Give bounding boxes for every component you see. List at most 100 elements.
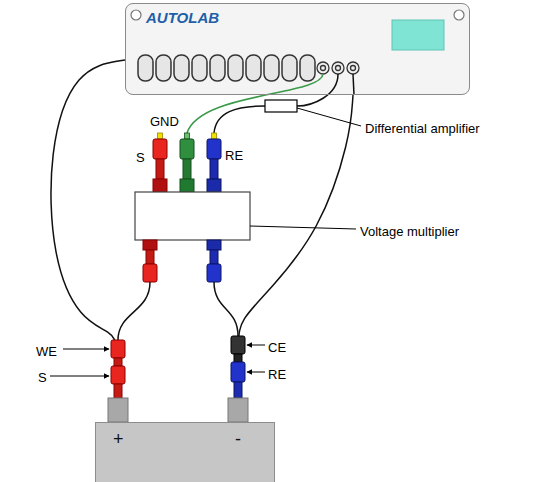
ground-wire [187, 74, 323, 133]
callout-arrow [63, 349, 109, 350]
cable [238, 95, 353, 422]
display-window [392, 20, 444, 50]
sense-cable [118, 282, 150, 340]
sense-wire [297, 74, 338, 106]
plug-body [111, 366, 125, 384]
polarity-sign: - [235, 429, 241, 450]
callout-arrow [247, 345, 265, 346]
re-plug-top [207, 133, 221, 192]
plug-body [153, 139, 167, 159]
bnc-connector [282, 55, 297, 81]
screw-head [454, 10, 464, 20]
socket-pin [336, 66, 341, 71]
socket [347, 62, 359, 74]
bnc-connector [300, 55, 315, 81]
brand-logo: AUTOLAB [146, 9, 219, 26]
plug-neck [234, 382, 242, 398]
label-slot: S [136, 148, 145, 166]
terminal-label: GND [150, 114, 179, 129]
differential-amplifier-box [265, 100, 297, 112]
label-slot: RE [225, 146, 243, 164]
plug-neck [210, 250, 218, 264]
bnc-connector [156, 55, 171, 81]
battery-body: +- [95, 422, 275, 482]
socket [332, 62, 344, 74]
plug-body [143, 264, 157, 282]
terminal-label: RE [268, 367, 286, 382]
plug-socket [153, 179, 167, 192]
plug-tip [158, 133, 163, 139]
plug-body [207, 139, 221, 159]
plug-neck [114, 384, 122, 398]
bnc-connector [138, 55, 153, 81]
callout-arrow [50, 376, 109, 377]
text-slot: AUTOLAB [146, 9, 219, 27]
terminal-label: CE [268, 340, 286, 355]
plug-neck [146, 250, 154, 264]
socket-group [317, 62, 359, 74]
we-s-plug-stack [108, 340, 128, 422]
callout-arrow [247, 372, 265, 373]
plug-body [111, 340, 125, 358]
label-slot: S [38, 368, 47, 386]
plug-body [180, 139, 194, 159]
bnc-connector [210, 55, 225, 81]
bnc-connector [192, 55, 207, 81]
part-label: Differential amplifier [365, 121, 480, 136]
label-slot: Voltage multiplier [360, 222, 459, 240]
plug-socket [207, 179, 221, 192]
voltage-multiplier-box [135, 192, 250, 240]
sense-cable [214, 282, 238, 336]
plug-body [207, 264, 221, 282]
plug-socket [207, 240, 221, 250]
screw-head [131, 10, 141, 20]
reference-wire [214, 106, 265, 133]
bnc-connector [264, 55, 279, 81]
terminal-label: RE [225, 148, 243, 163]
bnc-connector [174, 55, 189, 81]
instrument-box: AUTOLAB [125, 3, 470, 95]
polarity-sign: + [113, 429, 124, 450]
terminal-post [108, 398, 128, 422]
terminal-post [228, 398, 248, 422]
s-plug-top [153, 133, 167, 192]
socket [317, 62, 329, 74]
red-plug-lower [143, 240, 157, 282]
plug-neck [210, 159, 218, 179]
ce-re-plug-stack [228, 336, 248, 422]
blue-plug-lower [207, 240, 221, 282]
text-slot: + [113, 429, 124, 450]
plug-tip [212, 133, 217, 139]
leader-line [250, 226, 356, 229]
plug-neck [234, 354, 242, 362]
plug-body [231, 362, 245, 382]
plug-neck [114, 358, 122, 366]
cable [51, 60, 125, 422]
instrument-face [125, 3, 470, 95]
label-slot: GND [150, 112, 179, 130]
plug-socket [143, 240, 157, 250]
cable-group [51, 60, 353, 422]
plug-neck [183, 159, 191, 179]
counter-wire-stub [353, 74, 354, 95]
plug-socket [180, 179, 194, 192]
plug-body [231, 336, 245, 354]
connector-row [138, 55, 315, 81]
plug-tip [185, 133, 190, 139]
part-label: Voltage multiplier [360, 224, 459, 239]
socket-pin [321, 66, 326, 71]
terminal-label: WE [36, 344, 57, 359]
leader-line [297, 108, 361, 126]
socket-pin [351, 66, 356, 71]
bnc-connector [228, 55, 243, 81]
terminal-label: S [38, 370, 47, 385]
label-slot: WE [36, 342, 57, 360]
gnd-plug-top [180, 133, 194, 192]
label-slot: RE [268, 365, 286, 383]
terminal-label: S [136, 150, 145, 165]
bnc-connector [246, 55, 261, 81]
text-slot: - [235, 429, 241, 450]
